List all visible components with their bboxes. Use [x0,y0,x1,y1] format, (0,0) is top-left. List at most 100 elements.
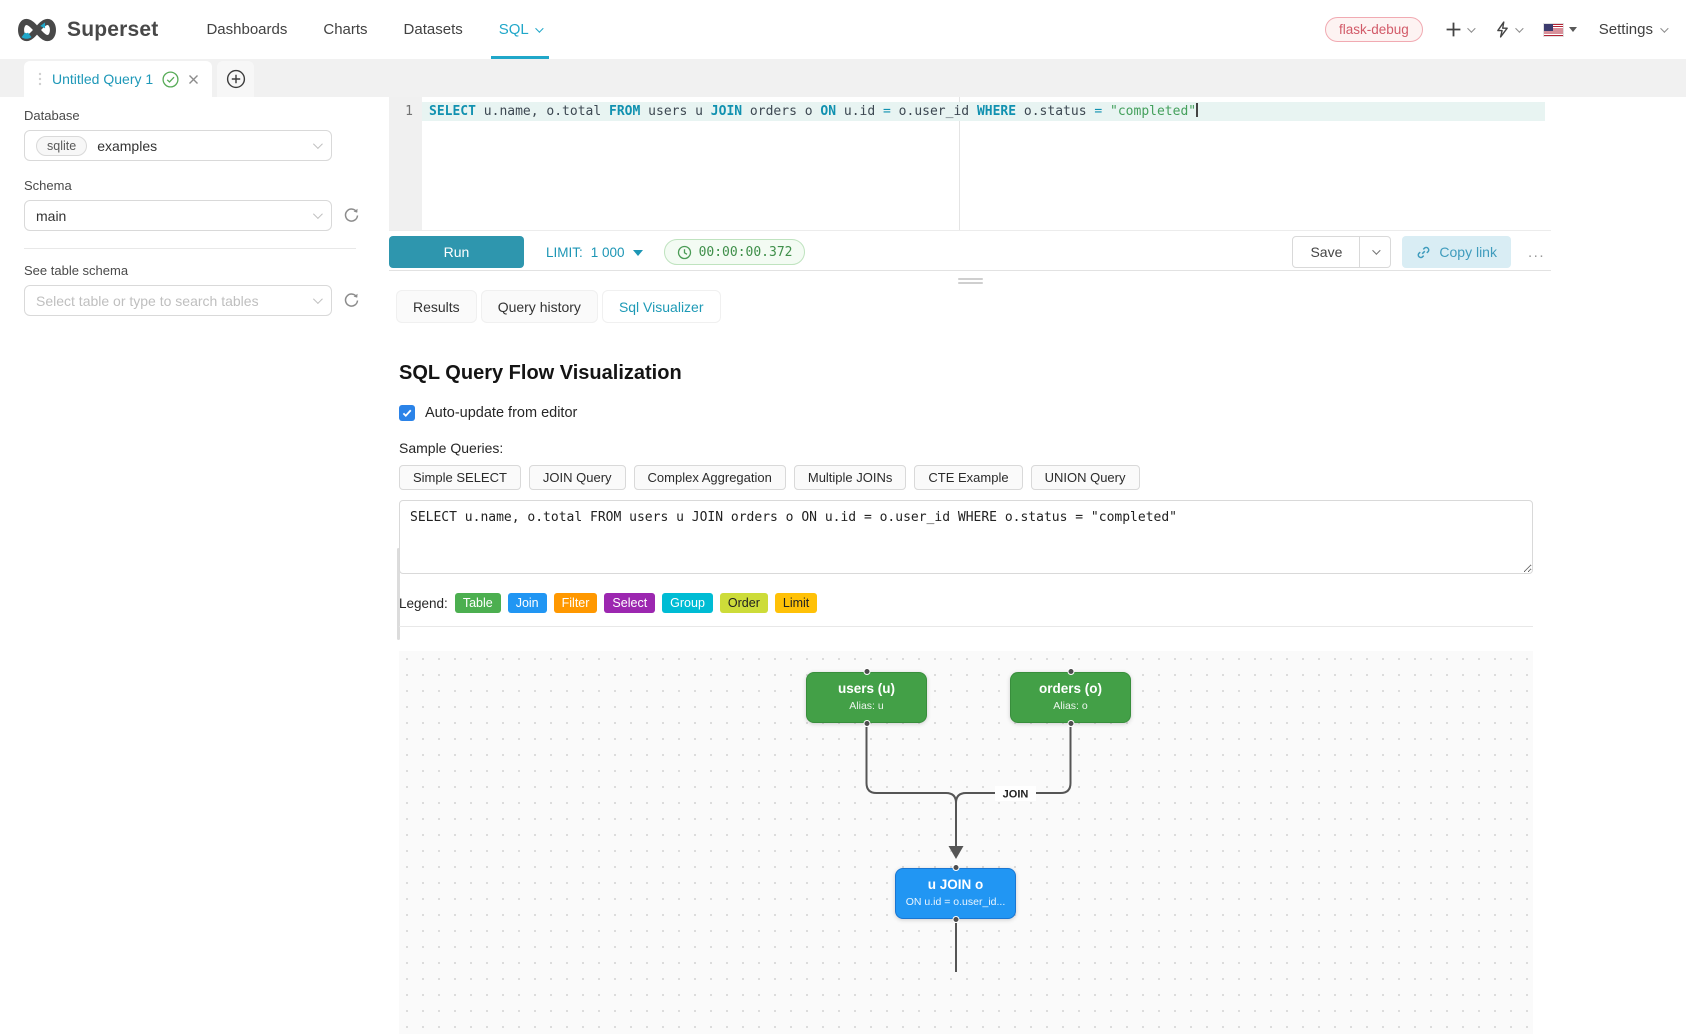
primary-nav: Dashboards Charts Datasets SQL [188,0,558,59]
database-select[interactable]: sqlite examples [24,130,332,161]
resize-handle[interactable] [958,278,983,286]
new-query-tab-button[interactable] [217,61,255,97]
database-label: Database [24,108,80,123]
tab-query-history[interactable]: Query history [480,290,598,323]
query-tab-active[interactable]: Untitled Query 1 [24,61,213,97]
sample-simple-select-button[interactable]: Simple SELECT [399,465,521,490]
sqllab-sidebar: Database sqlite examples Schema main See… [0,97,380,1034]
more-actions-button[interactable]: ... [1527,243,1545,261]
sample-queries-label: Sample Queries: [399,440,504,456]
sql-editor[interactable]: 1 SELECT u.name, o.total FROM users u JO… [389,97,1551,231]
table-select-placeholder: Select table or type to search tables [36,292,259,309]
node-handle-bottom[interactable] [952,916,959,923]
sidebar-divider [24,248,356,249]
legend-limit-badge: Limit [774,593,818,613]
query-timer: 00:00:00.372 [663,239,806,265]
sql-code-line: SELECT u.name, o.total FROM users u JOIN… [429,103,1198,119]
chevron-down-icon [534,23,544,33]
new-item-menu[interactable] [1445,21,1476,38]
brand-name: Superset [67,17,159,41]
sample-complex-aggregation-button[interactable]: Complex Aggregation [633,465,786,490]
legend-table-badge: Table [454,593,501,613]
save-split-button: Save [1292,236,1392,268]
legend-filter-badge: Filter [553,593,598,613]
legend-order-badge: Order [719,593,768,613]
node-handle-bottom[interactable] [1067,720,1074,727]
node-title: users (u) [837,681,895,696]
save-button[interactable]: Save [1292,236,1361,268]
query-tab-strip: Untitled Query 1 [0,59,1686,97]
schema-select[interactable]: main [24,200,332,231]
top-navbar: Superset Dashboards Charts Datasets SQL … [0,0,1686,59]
caret-down-icon [632,249,643,256]
tab-sql-visualizer[interactable]: Sql Visualizer [601,290,721,323]
tab-results[interactable]: Results [396,290,477,323]
flow-canvas[interactable]: JOIN users (u) Alias: u orders (o) Alias… [399,651,1533,1034]
refresh-tables-button[interactable] [343,292,360,309]
flow-node-users[interactable]: users (u) Alias: u [806,668,927,727]
flow-node-join[interactable]: u JOIN o ON u.id = o.user_id... [895,864,1016,923]
schema-label: Schema [24,178,72,193]
nav-sql[interactable]: SQL [481,0,559,59]
save-dropdown-button[interactable] [1360,236,1392,268]
lightning-icon [1496,21,1508,38]
run-button[interactable]: Run [389,236,524,268]
chevron-down-icon [1514,23,1524,33]
us-flag-icon [1542,22,1564,37]
node-handle-top[interactable] [863,668,870,675]
auto-update-checkbox[interactable] [399,405,415,421]
node-subtitle: Alias: o [1053,700,1088,712]
clock-icon [677,245,691,259]
settings-menu[interactable]: Settings [1599,21,1669,38]
schema-value: main [36,207,67,224]
line-number: 1 [405,104,413,119]
legend: Legend: Table Join Filter Select Group O… [399,593,1533,613]
language-picker[interactable] [1542,22,1577,37]
nav-dashboards[interactable]: Dashboards [206,21,288,38]
editor-gutter [389,97,422,230]
timer-value: 00:00:00.372 [698,244,793,260]
node-subtitle: ON u.id = o.user_id... [905,896,1006,908]
sample-multiple-joins-button[interactable]: Multiple JOINs [793,465,907,490]
check-circle-icon [162,70,179,88]
legend-select-badge: Select [604,593,656,613]
nav-charts[interactable]: Charts [323,21,368,38]
panel-divider [389,270,1551,271]
chevron-down-icon [1466,23,1476,33]
node-handle-top[interactable] [1067,668,1074,675]
query-toolbar: Run LIMIT: 1 000 00:00:00.372 Save [389,236,1551,268]
sample-cte-example-button[interactable]: CTE Example [914,465,1023,490]
chevron-down-icon [1660,23,1669,33]
legend-join-badge: Join [507,593,547,613]
copy-link-button[interactable]: Copy link [1402,236,1511,268]
sample-union-query-button[interactable]: UNION Query [1030,465,1140,490]
page-title: SQL Query Flow Visualization [399,362,682,384]
limit-label: LIMIT: [546,244,583,260]
flow-node-orders[interactable]: orders (o) Alias: o [1010,668,1131,727]
panel-scrollbar[interactable] [397,548,400,640]
superset-logo[interactable]: Superset [16,17,158,43]
alerts-menu[interactable] [1495,21,1524,38]
limit-dropdown[interactable]: LIMIT: 1 000 [546,245,643,260]
join-edge-label: JOIN [1003,789,1029,801]
node-title: orders (o) [1038,681,1102,696]
chevron-down-icon [312,209,323,220]
node-handle-bottom[interactable] [863,720,870,727]
active-line-highlight [422,102,1545,121]
close-icon[interactable] [188,74,199,85]
query-text-input[interactable]: SELECT u.name, o.total FROM users u JOIN… [399,500,1533,574]
table-select[interactable]: Select table or type to search tables [24,285,332,316]
refresh-schemas-button[interactable] [343,207,360,224]
content-divider [399,626,1533,627]
table-schema-label: See table schema [24,263,129,278]
legend-group-badge: Group [662,593,713,613]
node-handle-top[interactable] [952,864,959,871]
auto-update-label: Auto-update from editor [425,405,578,421]
nav-datasets[interactable]: Datasets [403,21,463,38]
query-tab-label: Untitled Query 1 [52,71,154,87]
node-subtitle: Alias: u [849,700,884,712]
sample-join-query-button[interactable]: JOIN Query [528,465,626,490]
legend-label: Legend: [399,595,448,611]
print-margin-ruler [959,97,960,230]
